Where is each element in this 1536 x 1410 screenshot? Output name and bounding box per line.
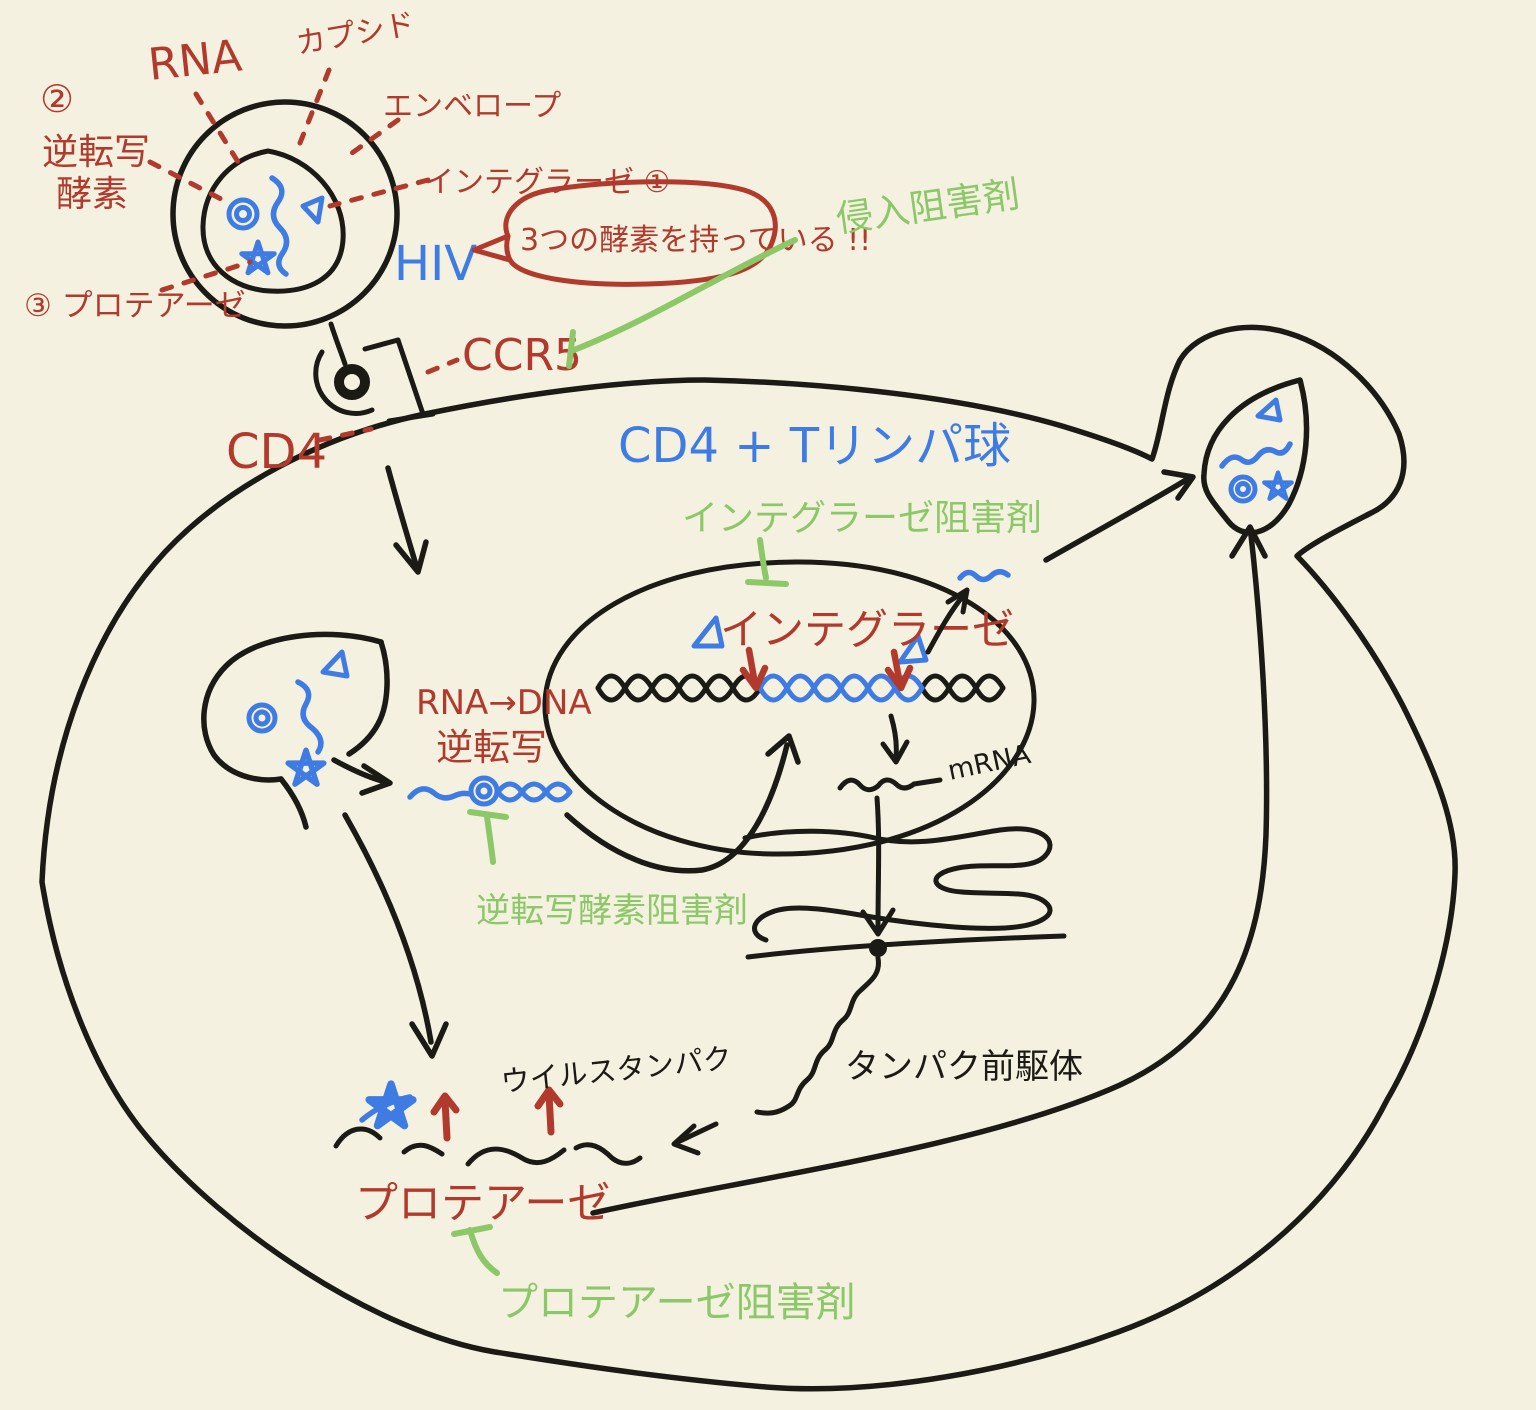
- protease-callout-line: [159, 259, 253, 293]
- label-reverse-transcription: 逆転写: [436, 726, 547, 769]
- cleavage-arrow-left: [430, 1092, 460, 1142]
- protease-icon: [239, 239, 277, 276]
- label-capsid: カプシド: [293, 7, 417, 62]
- protein-precursor: タンパク前駆体: [754, 955, 1083, 1116]
- reverse-transcriptase-icon: [1228, 474, 1258, 504]
- integrase-icon: [300, 195, 325, 225]
- arrow-precursor-to-assembly: [671, 1121, 719, 1156]
- label-entry-inhibitor: 侵入阻害剤: [833, 173, 1022, 241]
- integration-arrow-right: [884, 648, 914, 692]
- endoplasmic-reticulum: [742, 826, 1067, 960]
- reverse-transcription-product: RNA→DNA 逆転写 逆転写酵素阻害剤: [407, 683, 748, 931]
- bubble-text: 3つの酵素を持っている !!: [520, 223, 871, 258]
- ccr5-receptor: [362, 337, 436, 424]
- reverse-transcriptase-icon: [246, 702, 278, 734]
- exported-genome: [957, 569, 1011, 583]
- envelope-callout-line: [349, 117, 401, 156]
- label-envelope: エンベロープ: [383, 89, 561, 124]
- budding-virion: [1201, 377, 1310, 536]
- rna-callout-line: [193, 91, 246, 173]
- label-protease-bottom: プロテアーゼ: [355, 1179, 610, 1229]
- rna-genome-icon: [1219, 441, 1293, 469]
- rt-callout-line: [147, 159, 226, 203]
- integrase-triangle-left: [691, 615, 725, 649]
- nucleus: インテグラーゼ インテグラーゼ阻害剤 mRNA: [542, 498, 1042, 857]
- integrase-callout-line: [327, 177, 431, 209]
- cell-membrane: [39, 324, 1458, 1392]
- label-protein-precursor: タンパク前駆体: [845, 1047, 1083, 1087]
- cd4-callout-line: [317, 426, 374, 443]
- label-cd4: CD4: [226, 424, 327, 480]
- speech-bubble: 3つの酵素を持っている !!: [471, 179, 871, 287]
- ccr5-callout-line: [425, 357, 460, 375]
- label-ccr5: CCR5: [462, 330, 582, 381]
- cleavage-arrow-right: [534, 1086, 564, 1136]
- entry-arrow: [385, 465, 429, 575]
- entered-capsid: [201, 631, 393, 830]
- protease-icon: [285, 747, 327, 787]
- label-rt-inhibitor: 逆転写酵素阻害剤: [476, 891, 748, 931]
- reverse-transcriptase-icon: [226, 197, 260, 231]
- rna-genome-icon: [269, 175, 290, 277]
- rt-inhibitor: 逆転写酵素阻害剤: [467, 809, 748, 931]
- label-viral-protein: ウイルスタンパク: [499, 1041, 733, 1099]
- hiv-virion: ② 逆転写 酵素 RNA カプシド エンベロープ インテグラーゼ ① ③ プロテ…: [24, 7, 871, 329]
- integrase-icon: [320, 649, 350, 679]
- uncoating-arrow: [331, 757, 393, 796]
- label-cell-name: CD4 + Tリンパ球: [618, 418, 1011, 474]
- label-protease-inhibitor: プロテアーゼ阻害剤: [498, 1280, 856, 1326]
- rna-genome-icon: [295, 679, 324, 755]
- binding-site: [334, 364, 370, 400]
- label-integrase-inhibitor: インテグラーゼ阻害剤: [682, 498, 1042, 539]
- protease-inhibitor: プロテアーゼ阻害剤: [451, 1224, 856, 1326]
- arrow-genome-export: [925, 587, 970, 655]
- transcription-arrow: [880, 713, 910, 765]
- label-number-2: ②: [40, 77, 74, 121]
- assembly-site: ウイルスタンパク プロテアーゼ プロテアーゼ阻害剤: [333, 1041, 856, 1326]
- host-dna: [595, 673, 1006, 703]
- arrow-proteins-to-budding: [590, 524, 1270, 1216]
- label-hiv: HIV: [394, 236, 477, 292]
- integrase-inhibitor: インテグラーゼ阻害剤: [682, 498, 1042, 587]
- ribosome-dot: [869, 939, 887, 957]
- arrow-mrna-to-ribosome: [860, 795, 896, 937]
- integrase-triangle-right: [897, 633, 929, 665]
- mrna: mRNA: [837, 739, 1034, 793]
- cd4-receptor-arc: [313, 349, 375, 416]
- protease-icon: [1262, 470, 1294, 501]
- arrow-genome-to-budding: [1043, 469, 1196, 563]
- label-protease: ③ プロテアーゼ: [24, 288, 246, 324]
- arrow-capsid-to-assembly: [342, 812, 449, 1059]
- label-integrase-nucleus: インテグラーゼ: [720, 605, 1014, 654]
- label-mrna: mRNA: [945, 739, 1034, 787]
- integrase-icon: [1255, 397, 1283, 423]
- arrow-dna-to-nucleus: [564, 733, 801, 874]
- label-rna: RNA: [146, 30, 244, 91]
- label-rna-to-dna: RNA→DNA: [416, 683, 592, 723]
- protease-scribble: [359, 1094, 413, 1123]
- integration-arrow-left: [739, 646, 769, 692]
- integrated-viral-dna: [757, 673, 925, 703]
- label-reverse-transcriptase-2: 酵素: [56, 174, 128, 215]
- label-reverse-transcriptase-1: 逆転写: [42, 132, 150, 173]
- entry-inhibitor: 侵入阻害剤: [566, 173, 1022, 369]
- spike-stalk: [328, 321, 348, 367]
